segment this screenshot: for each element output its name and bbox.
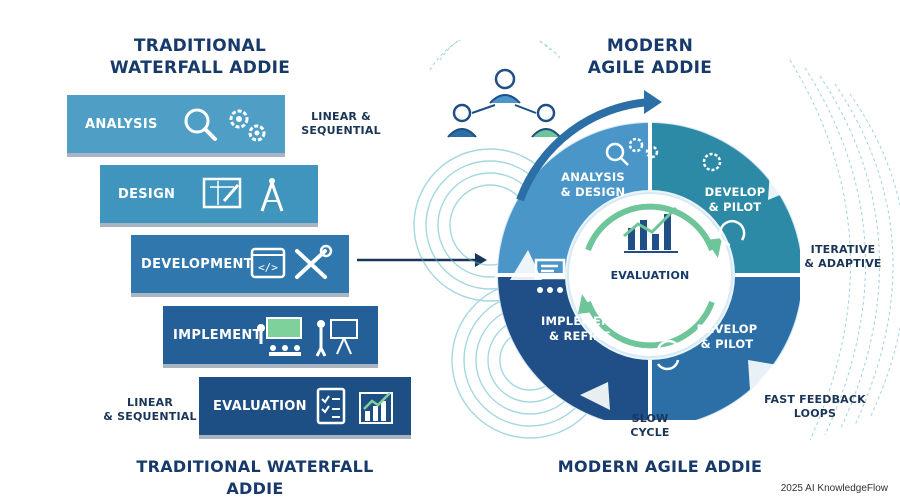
label-develop-pilot-bottom-line1: DEVELOP <box>696 322 758 336</box>
blueprint-compass-icon <box>202 177 284 212</box>
note-linear-top: LINEAR & SEQUENTIAL <box>296 110 386 138</box>
code-tools-icon: </> <box>250 244 333 279</box>
agile-title-line1: MODERN <box>606 36 694 56</box>
waterfall-title-line1: TRADITIONAL <box>133 36 267 56</box>
label-implement-refine: IMPLEMENT & REFINE <box>530 314 630 344</box>
note-iterative: ITERATIVE & ADAPTIVE <box>798 243 888 271</box>
waterfall-step-development: DEVELOPMENT </> <box>131 235 349 293</box>
presentation-icon <box>257 317 358 357</box>
label-develop-pilot-bottom: DEVELOP & PILOT <box>682 322 772 352</box>
note-linear-bottom-line2: & SEQUENTIAL <box>103 410 197 423</box>
agile-cycle-ring <box>495 90 800 420</box>
label-analysis-design-line2: & DESIGN <box>560 185 626 199</box>
waterfall-step-design: DESIGN <box>100 165 318 223</box>
note-slow-cycle-line1: SLOW <box>631 412 669 425</box>
step-label-evaluation: EVALUATION <box>213 398 307 414</box>
agile-title: MODERN AGILE ADDIE <box>540 35 760 79</box>
waterfall-step-analysis: ANALYSIS <box>67 95 285 153</box>
label-develop-pilot-top-line2: & PILOT <box>708 200 762 214</box>
label-analysis-design: ANALYSIS & DESIGN <box>538 170 648 200</box>
label-develop-pilot-top-line1: DEVELOP <box>704 185 766 199</box>
note-slow-cycle-line2: CYCLE <box>630 426 670 439</box>
step-label-design: DESIGN <box>118 186 176 202</box>
segment-develop-pilot-bottom <box>650 275 800 420</box>
label-develop-pilot-bottom-line2: & PILOT <box>700 337 754 351</box>
note-feedback-line2: LOOPS <box>793 407 837 420</box>
note-linear-top-line2: SEQUENTIAL <box>301 124 381 137</box>
note-slow-cycle: SLOW CYCLE <box>620 412 680 440</box>
waterfall-step-evaluation: EVALUATION <box>199 377 411 435</box>
waterfall-step-implement: IMPLEMENT <box>163 306 378 364</box>
note-linear-bottom-line1: LINEAR <box>126 396 173 409</box>
segment-implement-refine <box>498 275 650 420</box>
step-label-development: DEVELOPMENT <box>141 256 253 272</box>
note-feedback: FAST FEEDBACK LOOPS <box>760 393 870 421</box>
footer-credit: 2025 AI KnowledgeFlow <box>780 483 888 494</box>
team-collaboration-icon <box>447 68 561 138</box>
waterfall-bottom-title: TRADITIONAL WATERFALL ADDIE <box>136 457 374 498</box>
label-develop-pilot-top: DEVELOP & PILOT <box>690 185 780 215</box>
note-iterative-line1: ITERATIVE <box>810 243 876 256</box>
segment-develop-pilot-top <box>650 123 800 275</box>
note-linear-bottom: LINEAR & SEQUENTIAL <box>100 396 200 424</box>
note-feedback-line1: FAST FEEDBACK <box>764 393 866 406</box>
evaluation-chart-icon <box>623 206 678 253</box>
label-implement-refine-line1: IMPLEMENT <box>541 314 619 328</box>
note-linear-top-line1: LINEAR & <box>311 110 371 123</box>
segment-analysis-design <box>498 123 650 275</box>
checklist-chart-icon <box>316 387 393 425</box>
step-label-analysis: ANALYSIS <box>85 116 158 132</box>
agile-bottom-title: MODERN AGILE ADDIE <box>557 457 763 476</box>
waterfall-title-line2: WATERFALL ADDIE <box>109 58 291 78</box>
step-label-implement: IMPLEMENT <box>173 327 262 343</box>
label-evaluation-center: EVALUATION <box>610 269 690 282</box>
agile-title-line2: AGILE ADDIE <box>587 58 713 78</box>
magnifier-gears-icon <box>184 108 266 142</box>
svg-text:</>: </> <box>258 261 278 274</box>
label-analysis-design-line1: ANALYSIS <box>561 170 625 184</box>
note-iterative-line2: & ADAPTIVE <box>804 257 882 270</box>
label-implement-refine-line2: & REFINE <box>549 329 611 343</box>
waterfall-title: TRADITIONAL WATERFALL ADDIE <box>85 35 315 79</box>
